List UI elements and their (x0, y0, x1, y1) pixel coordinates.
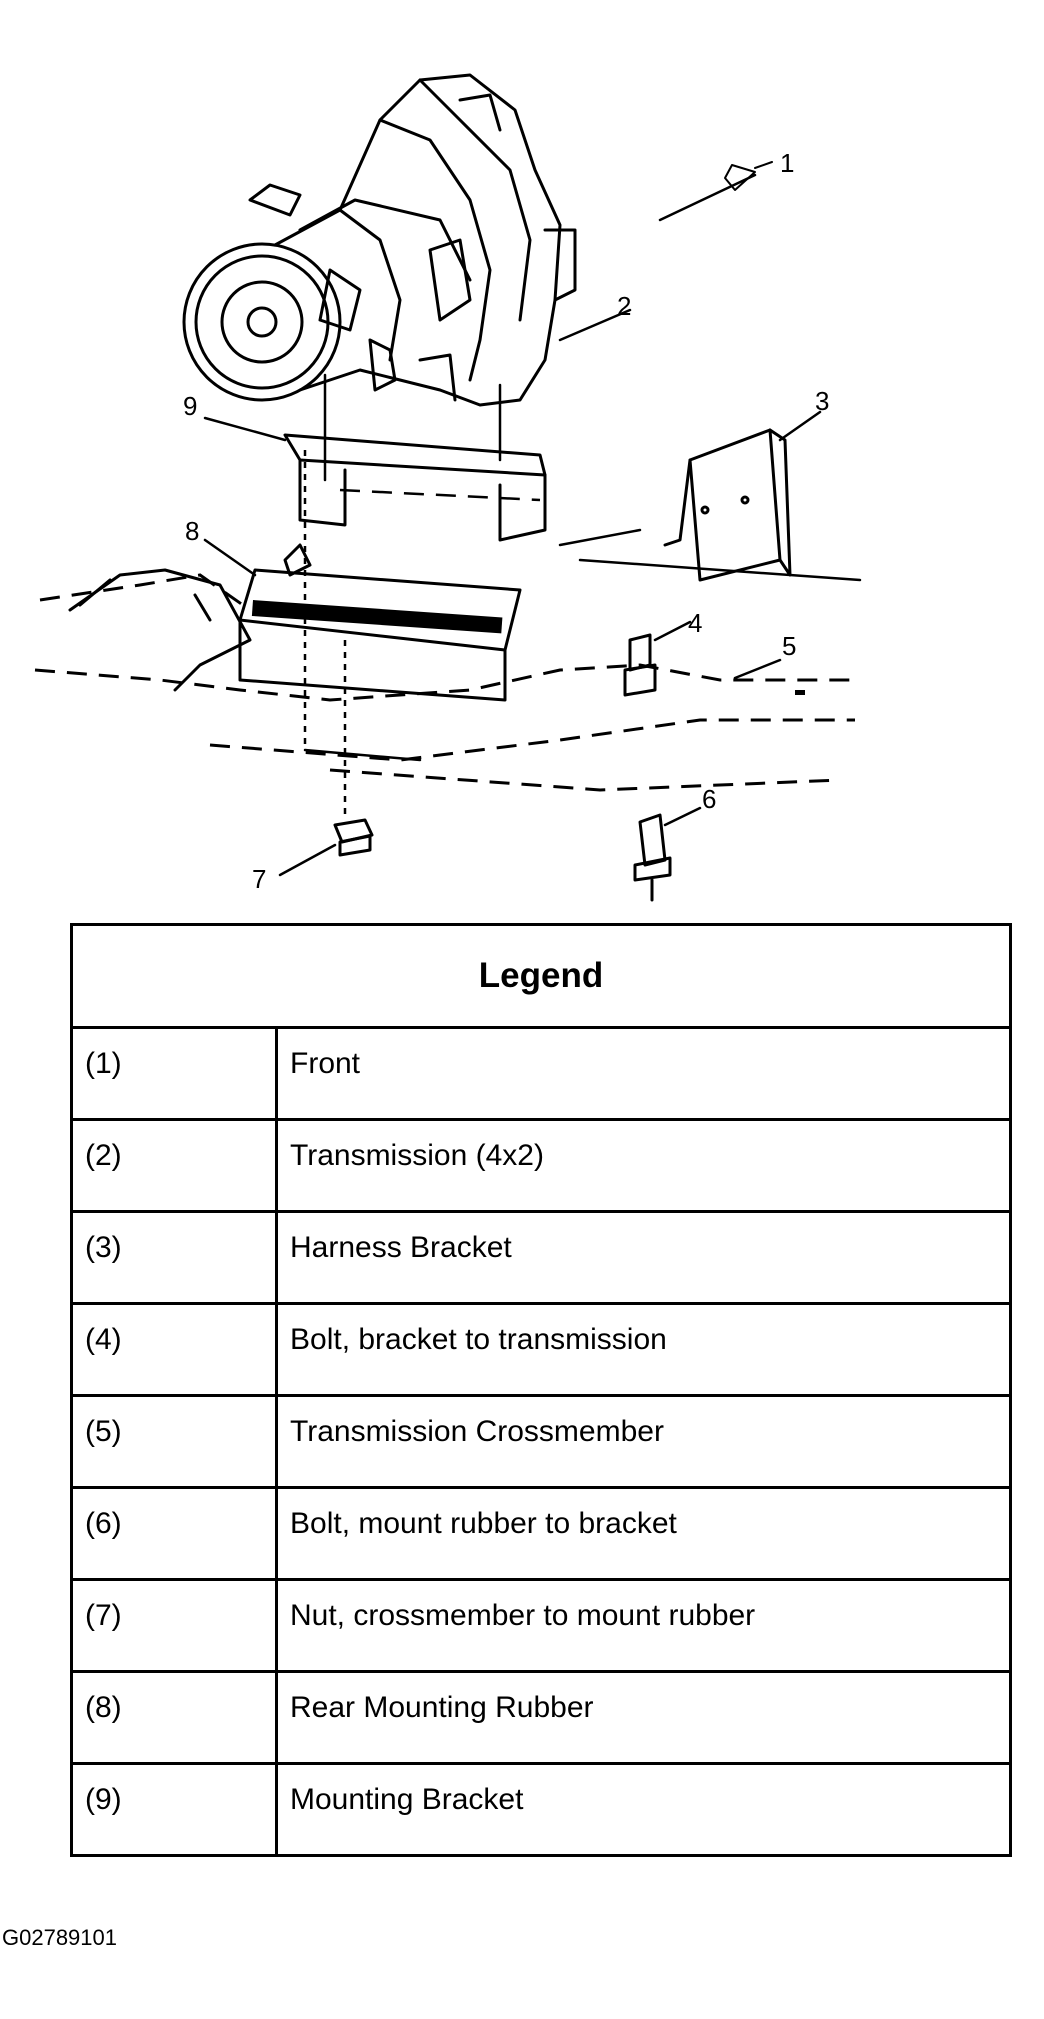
callout-6: 6 (702, 784, 716, 814)
table-row: (6) Bolt, mount rubber to bracket (70, 1486, 1012, 1581)
callout-4: 4 (688, 608, 702, 638)
legend-number: (1) (70, 1026, 278, 1121)
table-row: (5) Transmission Crossmember (70, 1394, 1012, 1489)
legend-number: (3) (70, 1210, 278, 1305)
legend-description: Bolt, mount rubber to bracket (275, 1486, 1012, 1581)
legend-title: Legend (70, 923, 1012, 1029)
table-row: (9) Mounting Bracket (70, 1762, 1012, 1857)
callout-5: 5 (782, 631, 796, 661)
legend-description: Transmission Crossmember (275, 1394, 1012, 1489)
table-row: (4) Bolt, bracket to transmission (70, 1302, 1012, 1397)
transmission-drawing (182, 73, 632, 407)
table-row: (1) Front (70, 1026, 1012, 1121)
nut-drawing (278, 818, 374, 877)
mounting-bracket-drawing (203, 416, 547, 542)
crossmember-drawing (34, 568, 855, 792)
legend-number: (8) (70, 1670, 278, 1765)
bolt-mount-rubber-drawing (633, 806, 702, 902)
front-arrow (658, 161, 773, 222)
legend-number: (5) (70, 1394, 278, 1489)
legend-description: Front (275, 1026, 1012, 1121)
figure-id: G02789101 (2, 1925, 117, 1950)
legend-header-row: Legend (70, 923, 1012, 1029)
legend-description: Nut, crossmember to mount rubber (275, 1578, 1012, 1673)
legend-description: Bolt, bracket to transmission (275, 1302, 1012, 1397)
table-row: (2) Transmission (4x2) (70, 1118, 1012, 1213)
legend-description: Mounting Bracket (275, 1762, 1012, 1857)
legend-number: (9) (70, 1762, 278, 1857)
harness-bracket-drawing (663, 410, 822, 582)
callout-1: 1 (780, 148, 794, 178)
legend-number: (6) (70, 1486, 278, 1581)
bolt-bracket-to-transmission-drawing (623, 620, 692, 697)
rear-mounting-rubber-drawing (203, 538, 522, 702)
legend-number: (2) (70, 1118, 278, 1213)
callout-8: 8 (185, 516, 199, 546)
legend-table: Legend (1) Front (2) Transmission (4x2) … (70, 923, 1012, 1857)
legend-number: (4) (70, 1302, 278, 1397)
callout-3: 3 (815, 386, 829, 416)
callout-2: 2 (617, 291, 631, 321)
table-row: (3) Harness Bracket (70, 1210, 1012, 1305)
table-row: (7) Nut, crossmember to mount rubber (70, 1578, 1012, 1673)
legend-description: Harness Bracket (275, 1210, 1012, 1305)
exploded-view-diagram: 1 2 3 4 5 6 7 8 9 (34, 73, 862, 902)
legend-description: Transmission (4x2) (275, 1118, 1012, 1213)
callout-7: 7 (252, 864, 266, 894)
assembly-guide-lines (303, 373, 862, 820)
legend-number: (7) (70, 1578, 278, 1673)
legend-description: Rear Mounting Rubber (275, 1670, 1012, 1765)
table-row: (8) Rear Mounting Rubber (70, 1670, 1012, 1765)
callout-9: 9 (183, 391, 197, 421)
